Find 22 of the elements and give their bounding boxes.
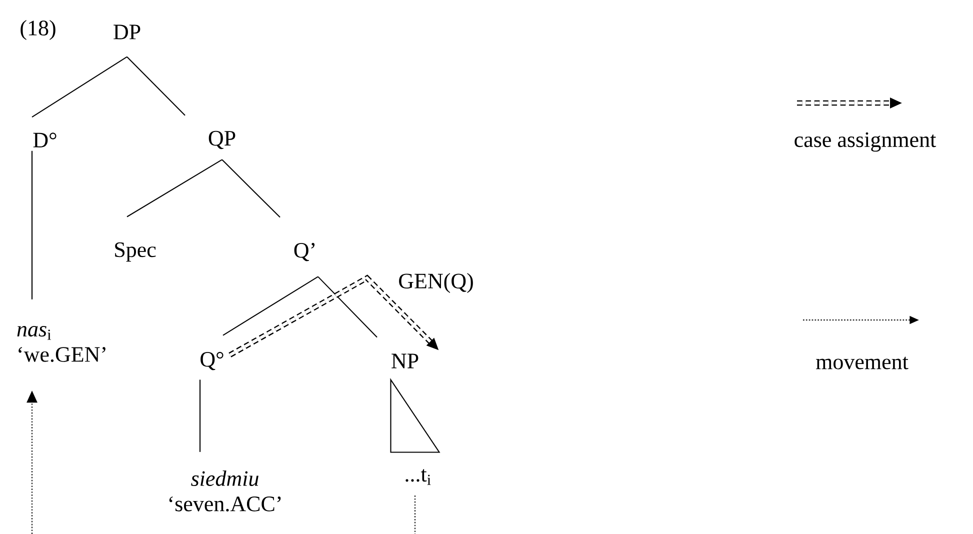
branch-line: [31, 150, 33, 300]
tree-label: siedmiu ‘seven.ACC’: [169, 470, 281, 512]
branch-line: [199, 380, 201, 452]
tree-label: NP: [392, 354, 418, 368]
branch-line: [126, 56, 186, 116]
tree-label: nas$_{i}$ ‘we.GEN’: [17, 326, 106, 362]
branch-line: [222, 159, 280, 218]
branch-line: [32, 56, 128, 118]
example-number: (18): [20, 20, 56, 40]
tree-label: D°: [33, 132, 56, 148]
legend-text: movement: [816, 356, 908, 370]
tree-label: DP: [114, 24, 140, 40]
tree-label: Q’: [294, 242, 314, 262]
legend-text: case assignment: [794, 132, 936, 152]
branch-line: [318, 276, 378, 338]
edge-label: GEN(Q): [399, 273, 473, 293]
tree-label: Q°: [200, 352, 224, 370]
branch-line: [126, 159, 222, 218]
tree-label: QP: [208, 130, 236, 150]
tree-label: Spec: [115, 242, 156, 262]
tree-label: ...t$_{i}$: [406, 469, 431, 485]
branch-line: [222, 276, 318, 336]
